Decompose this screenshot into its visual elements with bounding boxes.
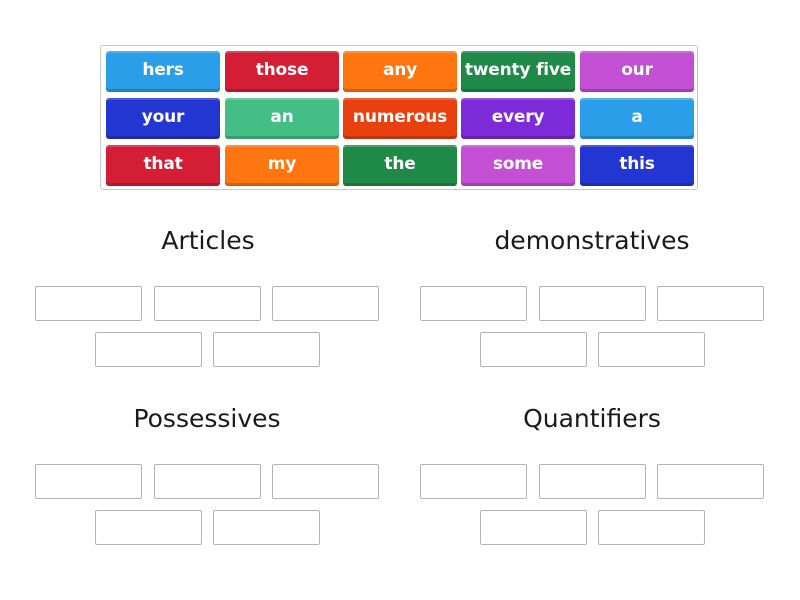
group-title-quantifiers: Quantifiers: [523, 404, 661, 433]
word-tile[interactable]: twenty five: [461, 51, 575, 92]
word-tile[interactable]: the: [343, 145, 457, 186]
word-tile[interactable]: hers: [106, 51, 220, 92]
drop-slot[interactable]: [598, 510, 705, 545]
word-tile[interactable]: an: [225, 98, 339, 139]
group-title-articles: Articles: [161, 226, 255, 255]
word-tile[interactable]: my: [225, 145, 339, 186]
group-title-demonstratives: demonstratives: [494, 226, 690, 255]
drop-slot[interactable]: [272, 464, 379, 499]
word-tile[interactable]: a: [580, 98, 694, 139]
drop-slot[interactable]: [272, 286, 379, 321]
drop-slot[interactable]: [154, 464, 261, 499]
drop-slot[interactable]: [213, 332, 320, 367]
drop-slot[interactable]: [539, 464, 646, 499]
drop-slot[interactable]: [95, 510, 202, 545]
drop-slot[interactable]: [657, 286, 764, 321]
drop-slot[interactable]: [657, 464, 764, 499]
word-tile[interactable]: this: [580, 145, 694, 186]
drop-slot[interactable]: [598, 332, 705, 367]
drop-slot[interactable]: [539, 286, 646, 321]
word-tile[interactable]: that: [106, 145, 220, 186]
drop-slot[interactable]: [480, 510, 587, 545]
drop-slot[interactable]: [420, 464, 527, 499]
word-tile[interactable]: our: [580, 51, 694, 92]
drop-slot[interactable]: [420, 286, 527, 321]
word-tile[interactable]: some: [461, 145, 575, 186]
word-tile[interactable]: any: [343, 51, 457, 92]
word-tile[interactable]: your: [106, 98, 220, 139]
word-tile[interactable]: those: [225, 51, 339, 92]
drop-slot[interactable]: [35, 286, 142, 321]
drop-slot[interactable]: [154, 286, 261, 321]
word-tile[interactable]: numerous: [343, 98, 457, 139]
drop-slot[interactable]: [35, 464, 142, 499]
group-title-possessives: Possessives: [133, 404, 281, 433]
drop-slot[interactable]: [213, 510, 320, 545]
drop-slot[interactable]: [95, 332, 202, 367]
word-tile[interactable]: every: [461, 98, 575, 139]
drop-slot[interactable]: [480, 332, 587, 367]
